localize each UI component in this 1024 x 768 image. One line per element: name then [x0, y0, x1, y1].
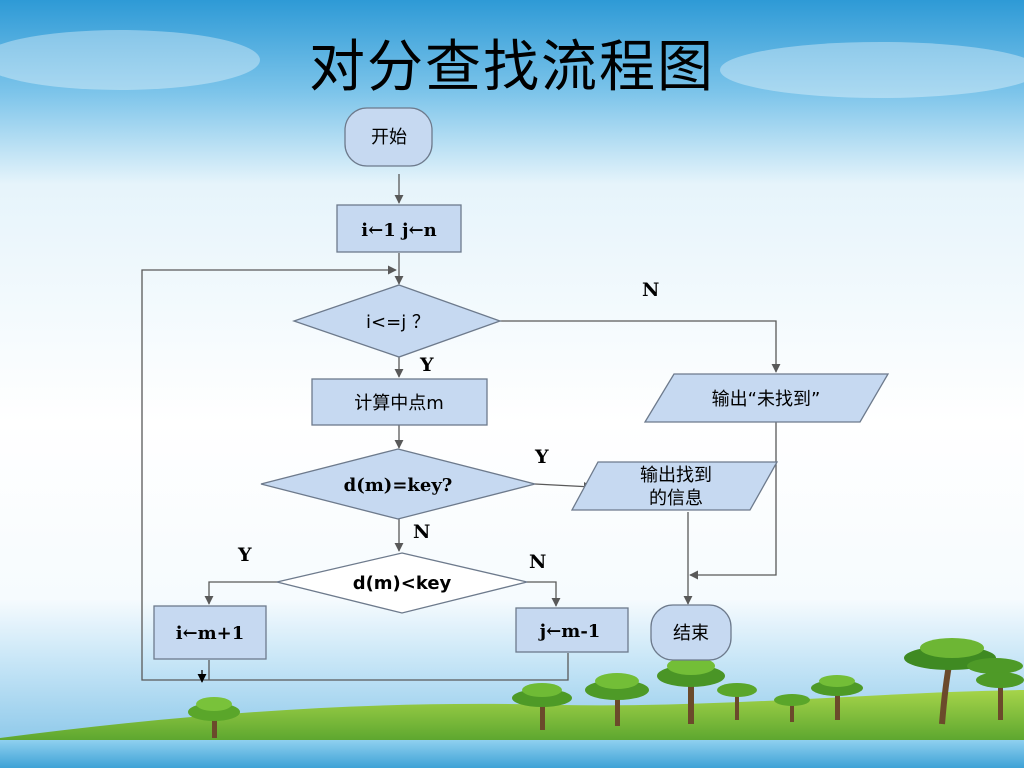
init-label: i←1 j←n: [361, 220, 436, 241]
tree-icon: [717, 683, 757, 720]
edge-less-yes: [204, 581, 278, 605]
tree-icon: [774, 694, 810, 722]
page-title: 对分查找流程图: [309, 35, 715, 100]
start-node: 开始: [344, 107, 433, 167]
edge-loop-no: [500, 320, 781, 373]
tree-icon: [811, 675, 863, 720]
less-decision-node: d(m)<key: [276, 552, 528, 614]
edge-label-less-no: N: [529, 551, 546, 573]
end-label: 结束: [673, 623, 709, 644]
init-node: i←1 j←n: [336, 204, 462, 253]
end-node: 结束: [650, 604, 732, 661]
compute-mid-label: 计算中点m: [354, 393, 444, 414]
set-i-node: i←m+1: [153, 605, 267, 660]
loop-decision-label: i<=j ？: [366, 312, 430, 333]
tree-icon: [585, 673, 649, 726]
less-decision-label: d(m)<key: [353, 573, 452, 594]
edge-less-no: [527, 581, 561, 607]
output-found-node: 输出找到 的信息: [570, 461, 779, 511]
output-not-found-label: 输出“未找到”: [712, 389, 821, 410]
output-not-found-node: 输出“未找到”: [643, 373, 890, 423]
edge-loop-back: [141, 265, 569, 681]
loop-decision-node: i<=j ？: [291, 284, 502, 358]
tree-icon: [188, 697, 240, 738]
connectors: [141, 174, 781, 681]
tree-icon: [976, 672, 1024, 720]
tree-icon: [657, 657, 725, 724]
edge-notfound-end: [689, 422, 777, 580]
edge-label-loop-no: N: [642, 279, 659, 301]
edge-equal-yes: [534, 482, 593, 492]
output-found-label-1: 输出找到: [640, 465, 712, 486]
edge-label-less-yes: Y: [237, 544, 252, 566]
edge-label-equal-no: N: [413, 521, 430, 543]
edge-label-equal-yes: Y: [534, 446, 549, 468]
set-i-label: i←m+1: [176, 623, 245, 644]
equal-decision-node: d(m)=key?: [260, 448, 536, 520]
edge-label-loop-yes: Y: [419, 354, 434, 376]
compute-mid-node: 计算中点m: [311, 378, 488, 426]
output-found-label-2: 的信息: [649, 488, 703, 509]
tree-icon: [512, 683, 572, 730]
set-j-node: j←m-1: [515, 607, 629, 653]
set-j-label: j←m-1: [538, 621, 601, 642]
equal-decision-label: d(m)=key?: [344, 475, 453, 496]
start-label: 开始: [371, 127, 407, 148]
palm-tree-icon: [904, 638, 1023, 725]
